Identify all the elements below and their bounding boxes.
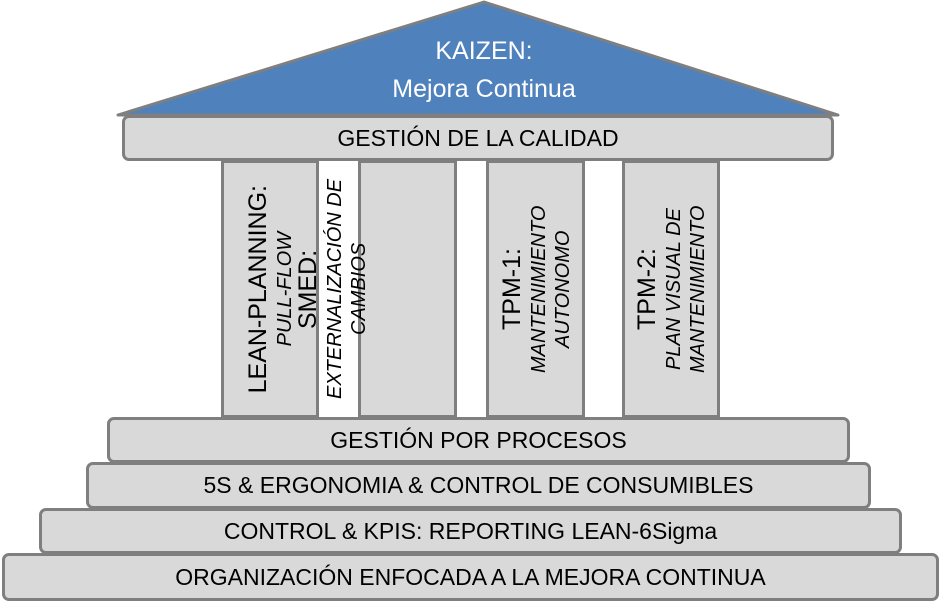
- roof-title: KAIZEN:: [435, 37, 533, 65]
- pillar-subtitle: MANTENIMIENTO AUTONOMO: [527, 205, 574, 373]
- pillar-tpm-2: TPM-2:PLAN VISUAL DE MANTENIMIENTO: [622, 160, 720, 418]
- step-process-management: GESTIÓN POR PROCESOS: [107, 417, 850, 463]
- pillar-title: SMED:: [293, 249, 322, 329]
- pillar-subtitle: PLAN VISUAL DE MANTENIMIENTO: [663, 205, 709, 373]
- roof-subtitle: Mejora Continua: [392, 75, 576, 103]
- pillar-title: TPM-1:: [497, 248, 526, 330]
- step-5s-ergonomics: 5S & ERGONOMIA & CONTROL DE CONSUMIBLES: [86, 462, 871, 509]
- pillar-title: TPM-2:: [633, 248, 661, 330]
- pillar-lean-planning: LEAN-PLANNING:PULL-FLOW: [221, 160, 319, 418]
- step-organization: ORGANIZACIÓN ENFOCADA A LA MEJORA CONTIN…: [2, 553, 939, 601]
- step-control-kpis: CONTROL & KPIS: REPORTING LEAN-6Sigma: [39, 508, 902, 554]
- lintel-quality-management: GESTIÓN DE LA CALIDAD: [122, 115, 834, 161]
- pillar-smed: SMED:EXTERNALIZACIÓN DE CAMBIOS: [294, 160, 457, 418]
- pillar-tpm-1: TPM-1:MANTENIMIENTO AUTONOMO: [486, 160, 585, 418]
- pillar-title: LEAN-PLANNING:: [244, 184, 272, 394]
